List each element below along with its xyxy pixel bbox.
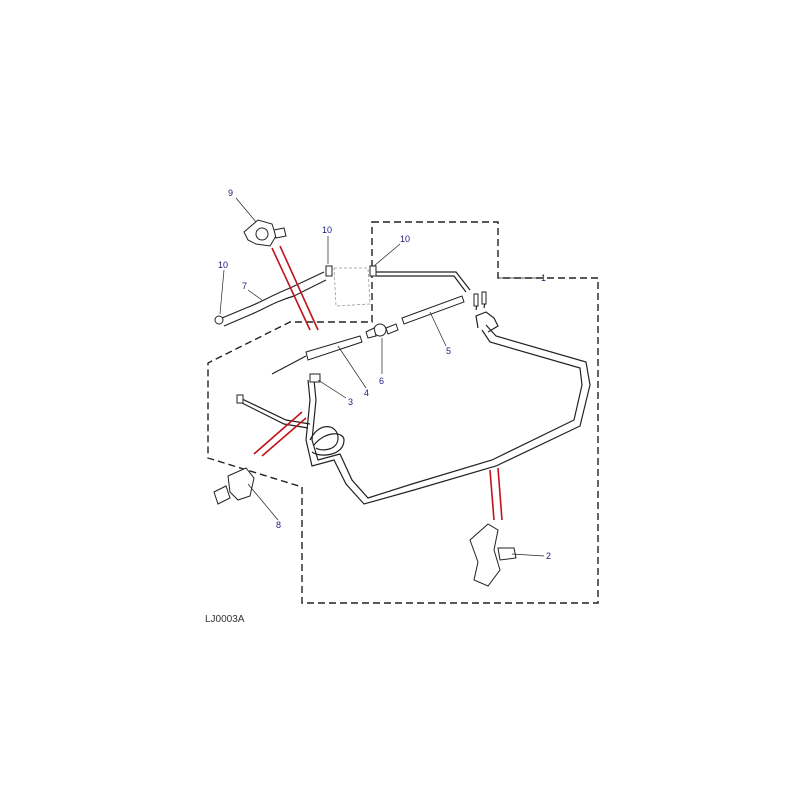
part-3-clip [309,373,321,383]
feed-pipe [239,397,311,425]
part-10-clip-b [369,265,377,277]
leader-lines [219,197,545,557]
top-pipe [376,271,471,291]
callout-3: 3 [348,397,353,407]
callout-2: 2 [546,551,551,561]
part-5-tube [401,295,465,325]
part-10-clip-a [325,265,333,277]
hose-7 [214,271,327,327]
callout-10-b: 10 [400,234,410,244]
part-2-clamp [469,523,517,587]
drawing-code: LJ0003A [205,614,245,625]
part-6-connector [365,323,399,339]
callout-10-c: 10 [218,260,228,270]
highlight-lines [253,245,503,521]
callout-7: 7 [242,281,247,291]
feed-pipe-end [236,394,244,404]
part-9-clamp [243,219,287,247]
callout-9: 9 [228,188,233,198]
callout-1: 1 [541,273,546,283]
part-4-sleeve [271,335,363,375]
callout-6-a: 6 [379,376,384,386]
callout-8: 8 [276,520,281,530]
part-8-clamp [213,467,255,505]
main-pipe [305,291,591,505]
assembly-boundary [207,221,599,604]
callout-4: 4 [364,388,369,398]
callout-5: 5 [446,346,451,356]
callout-10-a: 10 [322,225,332,235]
filter-outline [333,267,371,307]
hose-7-end-clip [214,315,224,325]
